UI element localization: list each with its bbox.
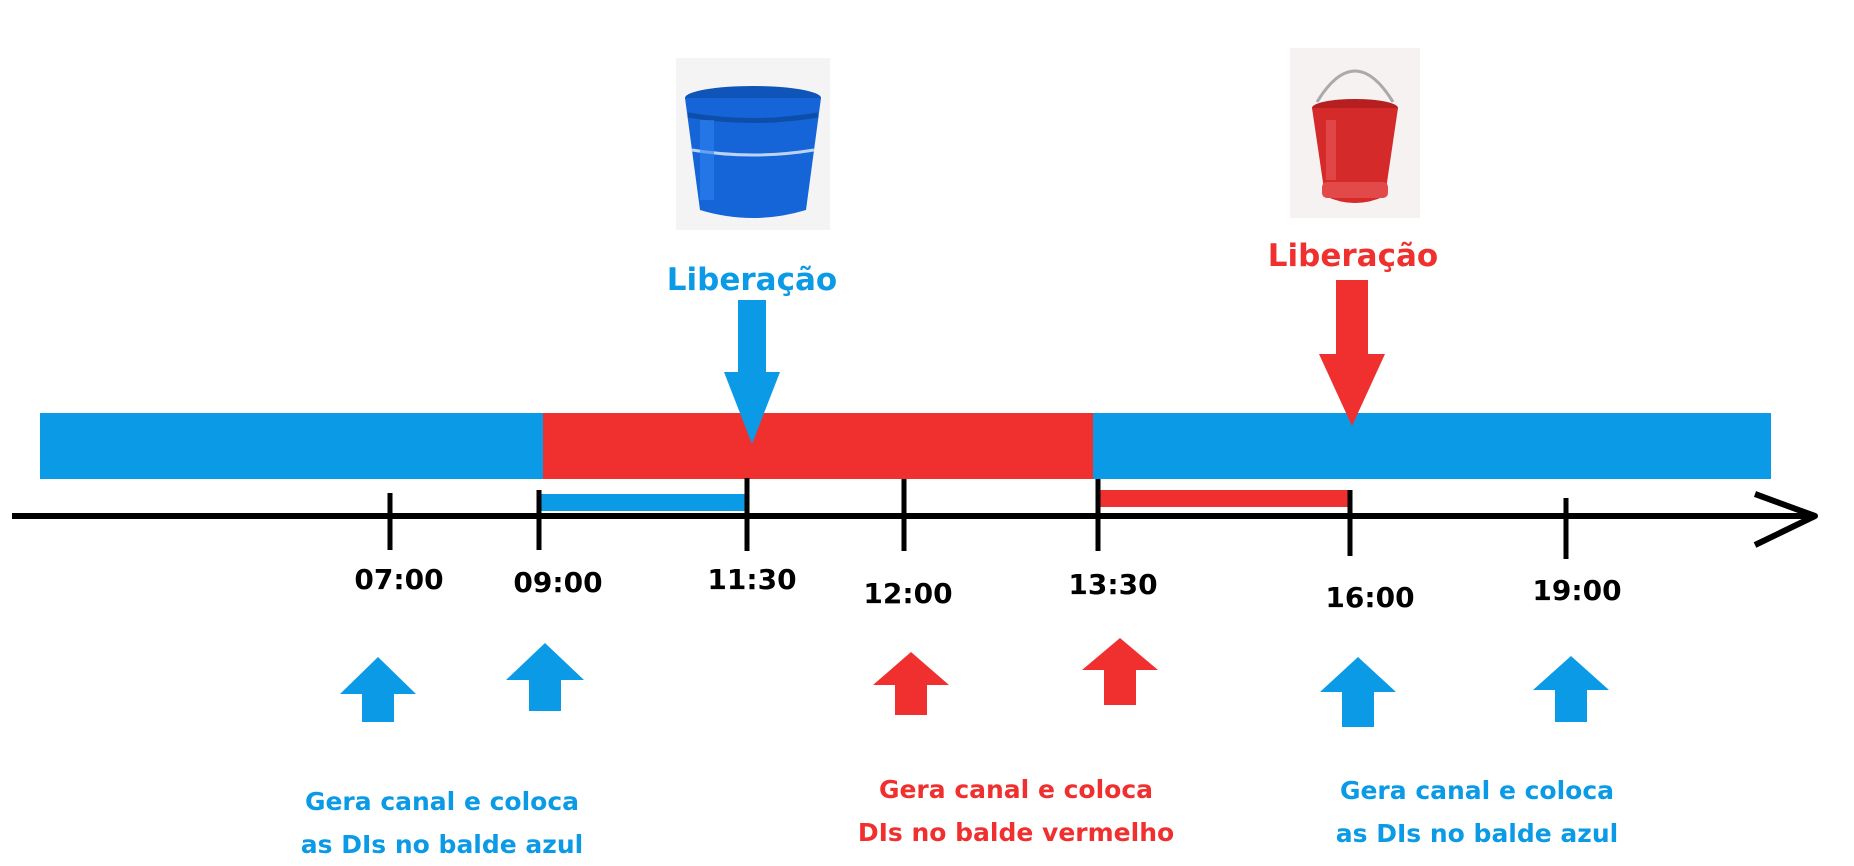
note-line: Gera canal e coloca [304,787,580,816]
blue-bucket-image [676,58,830,230]
red-bucket-band [543,413,1093,479]
red-release-arrow [1319,280,1385,426]
note-line: as DIs no balde azul [300,830,584,859]
red-bucket-image [1290,48,1420,218]
note-line: as DIs no balde azul [1335,819,1619,848]
note-blue-left: Gera canal e coloca as DIs no balde azul [301,780,583,866]
note-line: Gera canal e coloca [878,775,1154,804]
red-sub-period-bar [1100,490,1350,507]
note-red-mid: Gera canal e coloca DIs no balde vermelh… [858,768,1174,854]
tick-label: 13:30 [1068,568,1158,601]
blue-sub-period-bar [540,494,747,511]
tick-label: 09:00 [513,566,603,599]
note-blue-right: Gera canal e coloca as DIs no balde azul [1336,769,1618,855]
tick-label: 12:00 [863,577,953,610]
red-up-arrow [873,652,949,715]
tick-label: 07:00 [354,563,444,596]
note-line: DIs no balde vermelho [857,818,1175,847]
axis-arrowhead [1753,491,1818,548]
blue-release-arrow [724,300,780,444]
blue-up-arrow [1320,657,1396,727]
red-release-label: Liberação [1267,238,1439,274]
blue-up-arrow [506,643,584,711]
blue-bucket-band [1093,413,1771,479]
blue-up-arrow [340,657,416,722]
blue-up-arrow [1533,656,1609,722]
tick-label: 11:30 [707,563,797,596]
blue-release-label: Liberação [666,262,838,298]
note-line: Gera canal e coloca [1339,776,1615,805]
tick-label: 19:00 [1532,574,1622,607]
blue-bucket-band [40,413,543,479]
red-up-arrow [1082,638,1158,705]
tick-label: 16:00 [1325,581,1415,614]
